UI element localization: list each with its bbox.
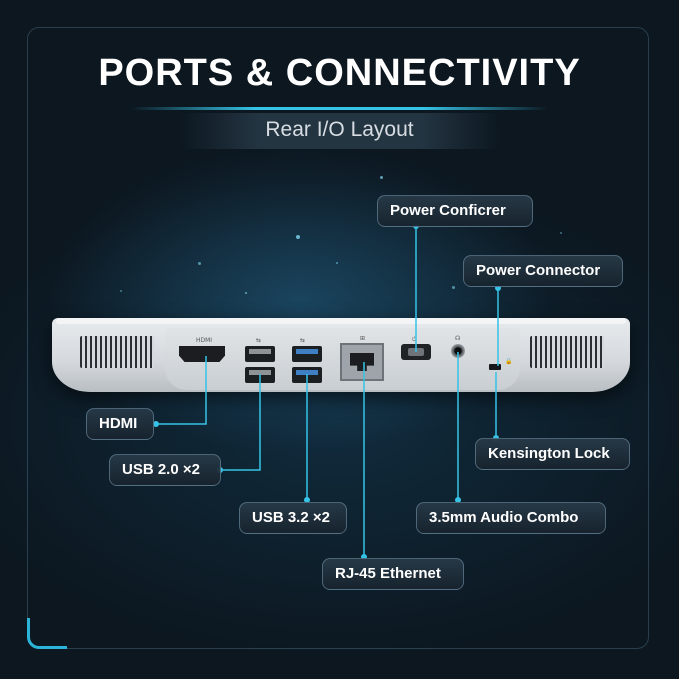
rj45-port (340, 343, 384, 381)
callout-hdmi: HDMI (86, 408, 154, 440)
callout-kensington: Kensington Lock (475, 438, 630, 470)
usb-icon: ⇆ (256, 337, 262, 344)
sparkle (560, 232, 562, 234)
audio-jack (451, 344, 465, 358)
sparkle (296, 235, 300, 239)
usb20-port-top (245, 346, 275, 362)
callout-usb32: USB 3.2 ×2 (239, 502, 347, 534)
lock-icon: 🔒 (505, 358, 513, 365)
sparkle (380, 176, 383, 179)
hdmi-port-label: HDMI (196, 337, 213, 344)
title-underline (130, 107, 549, 110)
page-subtitle: Rear I/O Layout (265, 118, 414, 141)
callout-rj45: RJ-45 Ethernet (322, 558, 464, 590)
sparkle (452, 286, 455, 289)
left-vent (80, 336, 154, 368)
callout-power-connector: Power Connector (463, 255, 623, 287)
ethernet-icon: ⊞ (360, 335, 366, 342)
callout-audio: 3.5mm Audio Combo (416, 502, 606, 534)
power-port (401, 344, 431, 360)
usb-icon: ⇆ (300, 337, 306, 344)
subtitle-band (180, 113, 500, 149)
hdmi-port (179, 346, 225, 362)
page-title: PORTS & CONNECTIVITY (98, 52, 581, 94)
usb32-port-top (292, 346, 322, 362)
right-vent (530, 336, 604, 368)
callout-power-top: Power Conficrer (377, 195, 533, 227)
content-frame (27, 27, 649, 649)
sparkle (198, 262, 201, 265)
sparkle (245, 292, 247, 294)
sparkle (336, 262, 338, 264)
usb20-port-bottom (245, 367, 275, 383)
kensington-slot (489, 364, 501, 370)
device-top-edge (56, 318, 626, 324)
headset-icon: ☊ (455, 335, 461, 342)
power-icon: ⏻ (412, 336, 417, 343)
sparkle (120, 290, 122, 292)
corner-accent (27, 618, 67, 649)
usb32-port-bottom (292, 367, 322, 383)
callout-usb20: USB 2.0 ×2 (109, 454, 221, 486)
